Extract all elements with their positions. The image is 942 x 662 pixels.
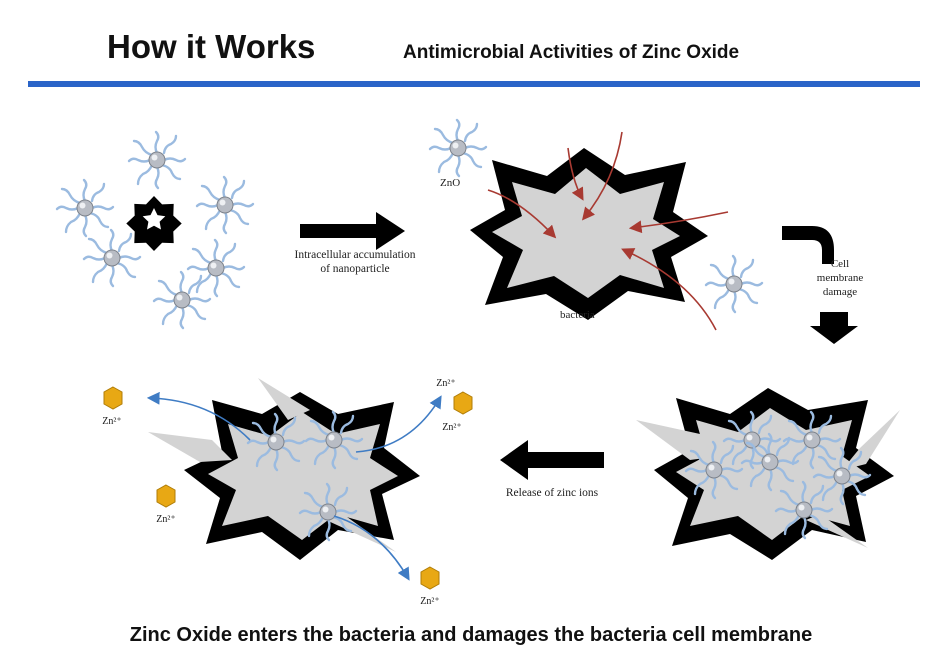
zinc-ion	[156, 484, 176, 508]
entry-arrows	[487, 131, 729, 331]
panel-initial	[55, 130, 255, 330]
membrane-crack-left	[636, 420, 720, 460]
page-subtitle: Antimicrobial Activities of Zinc Oxide	[403, 42, 740, 63]
label-release: Release of zinc ions	[506, 487, 599, 499]
label-accumulation-line2: of nanoparticle	[320, 263, 389, 275]
process-arrow-right: Intracellular accumulation of nanopartic…	[294, 212, 416, 275]
bacterium-cytoplasm	[492, 168, 680, 298]
rupture-crack-top	[258, 378, 310, 420]
zinc-ion	[103, 386, 123, 410]
ion-label: Zn²⁺	[420, 596, 439, 607]
zno-nanoparticle	[704, 254, 764, 314]
ion-label: Zn²⁺	[442, 422, 461, 433]
label-bacteria: bacteria	[560, 309, 595, 321]
rupture-crack-left	[148, 432, 232, 462]
membrane-crack-right	[842, 410, 900, 470]
panel-ion-release: Zn²⁺ Zn²⁺ Zn²⁺ Zn²⁺ Zn²⁺	[102, 378, 473, 607]
ruptured-bacterium-cytoplasm	[208, 412, 398, 540]
label-membrane-line3: damage	[823, 286, 857, 298]
zno-nanoparticle	[186, 238, 246, 298]
zno-nanoparticle	[152, 270, 212, 330]
membrane-crack-bottom	[806, 514, 868, 548]
label-accumulation-line1: Intracellular accumulation	[294, 249, 415, 261]
label-membrane-line2: membrane	[817, 272, 864, 284]
zinc-ion	[420, 566, 440, 590]
zno-nanoparticle	[195, 175, 255, 235]
zno-nanoparticle	[55, 178, 115, 238]
ion-label: Zn²⁺	[156, 514, 175, 525]
page-title: How it Works	[107, 28, 316, 65]
zno-nanoparticle	[428, 118, 488, 178]
ion-label: Zn²⁺	[436, 378, 455, 389]
header-divider	[28, 81, 920, 87]
label-zno: ZnO	[440, 177, 460, 189]
zno-nanoparticle	[82, 228, 142, 288]
diagram-caption: Zinc Oxide enters the bacteria and damag…	[129, 624, 813, 646]
ion-label: Zn²⁺	[102, 416, 121, 427]
process-arrow-down: Cell membrane damage	[782, 226, 863, 344]
zinc-ion	[453, 391, 473, 415]
ion-release-arrows	[146, 391, 442, 581]
panel-accumulation: ZnO bacteria	[428, 118, 764, 331]
process-arrow-left: Release of zinc ions	[500, 440, 604, 499]
panel-damage	[636, 388, 900, 560]
label-membrane-line1: Cell	[831, 258, 849, 270]
small-bacterium-interior	[142, 208, 166, 230]
zno-nanoparticle	[127, 130, 187, 190]
